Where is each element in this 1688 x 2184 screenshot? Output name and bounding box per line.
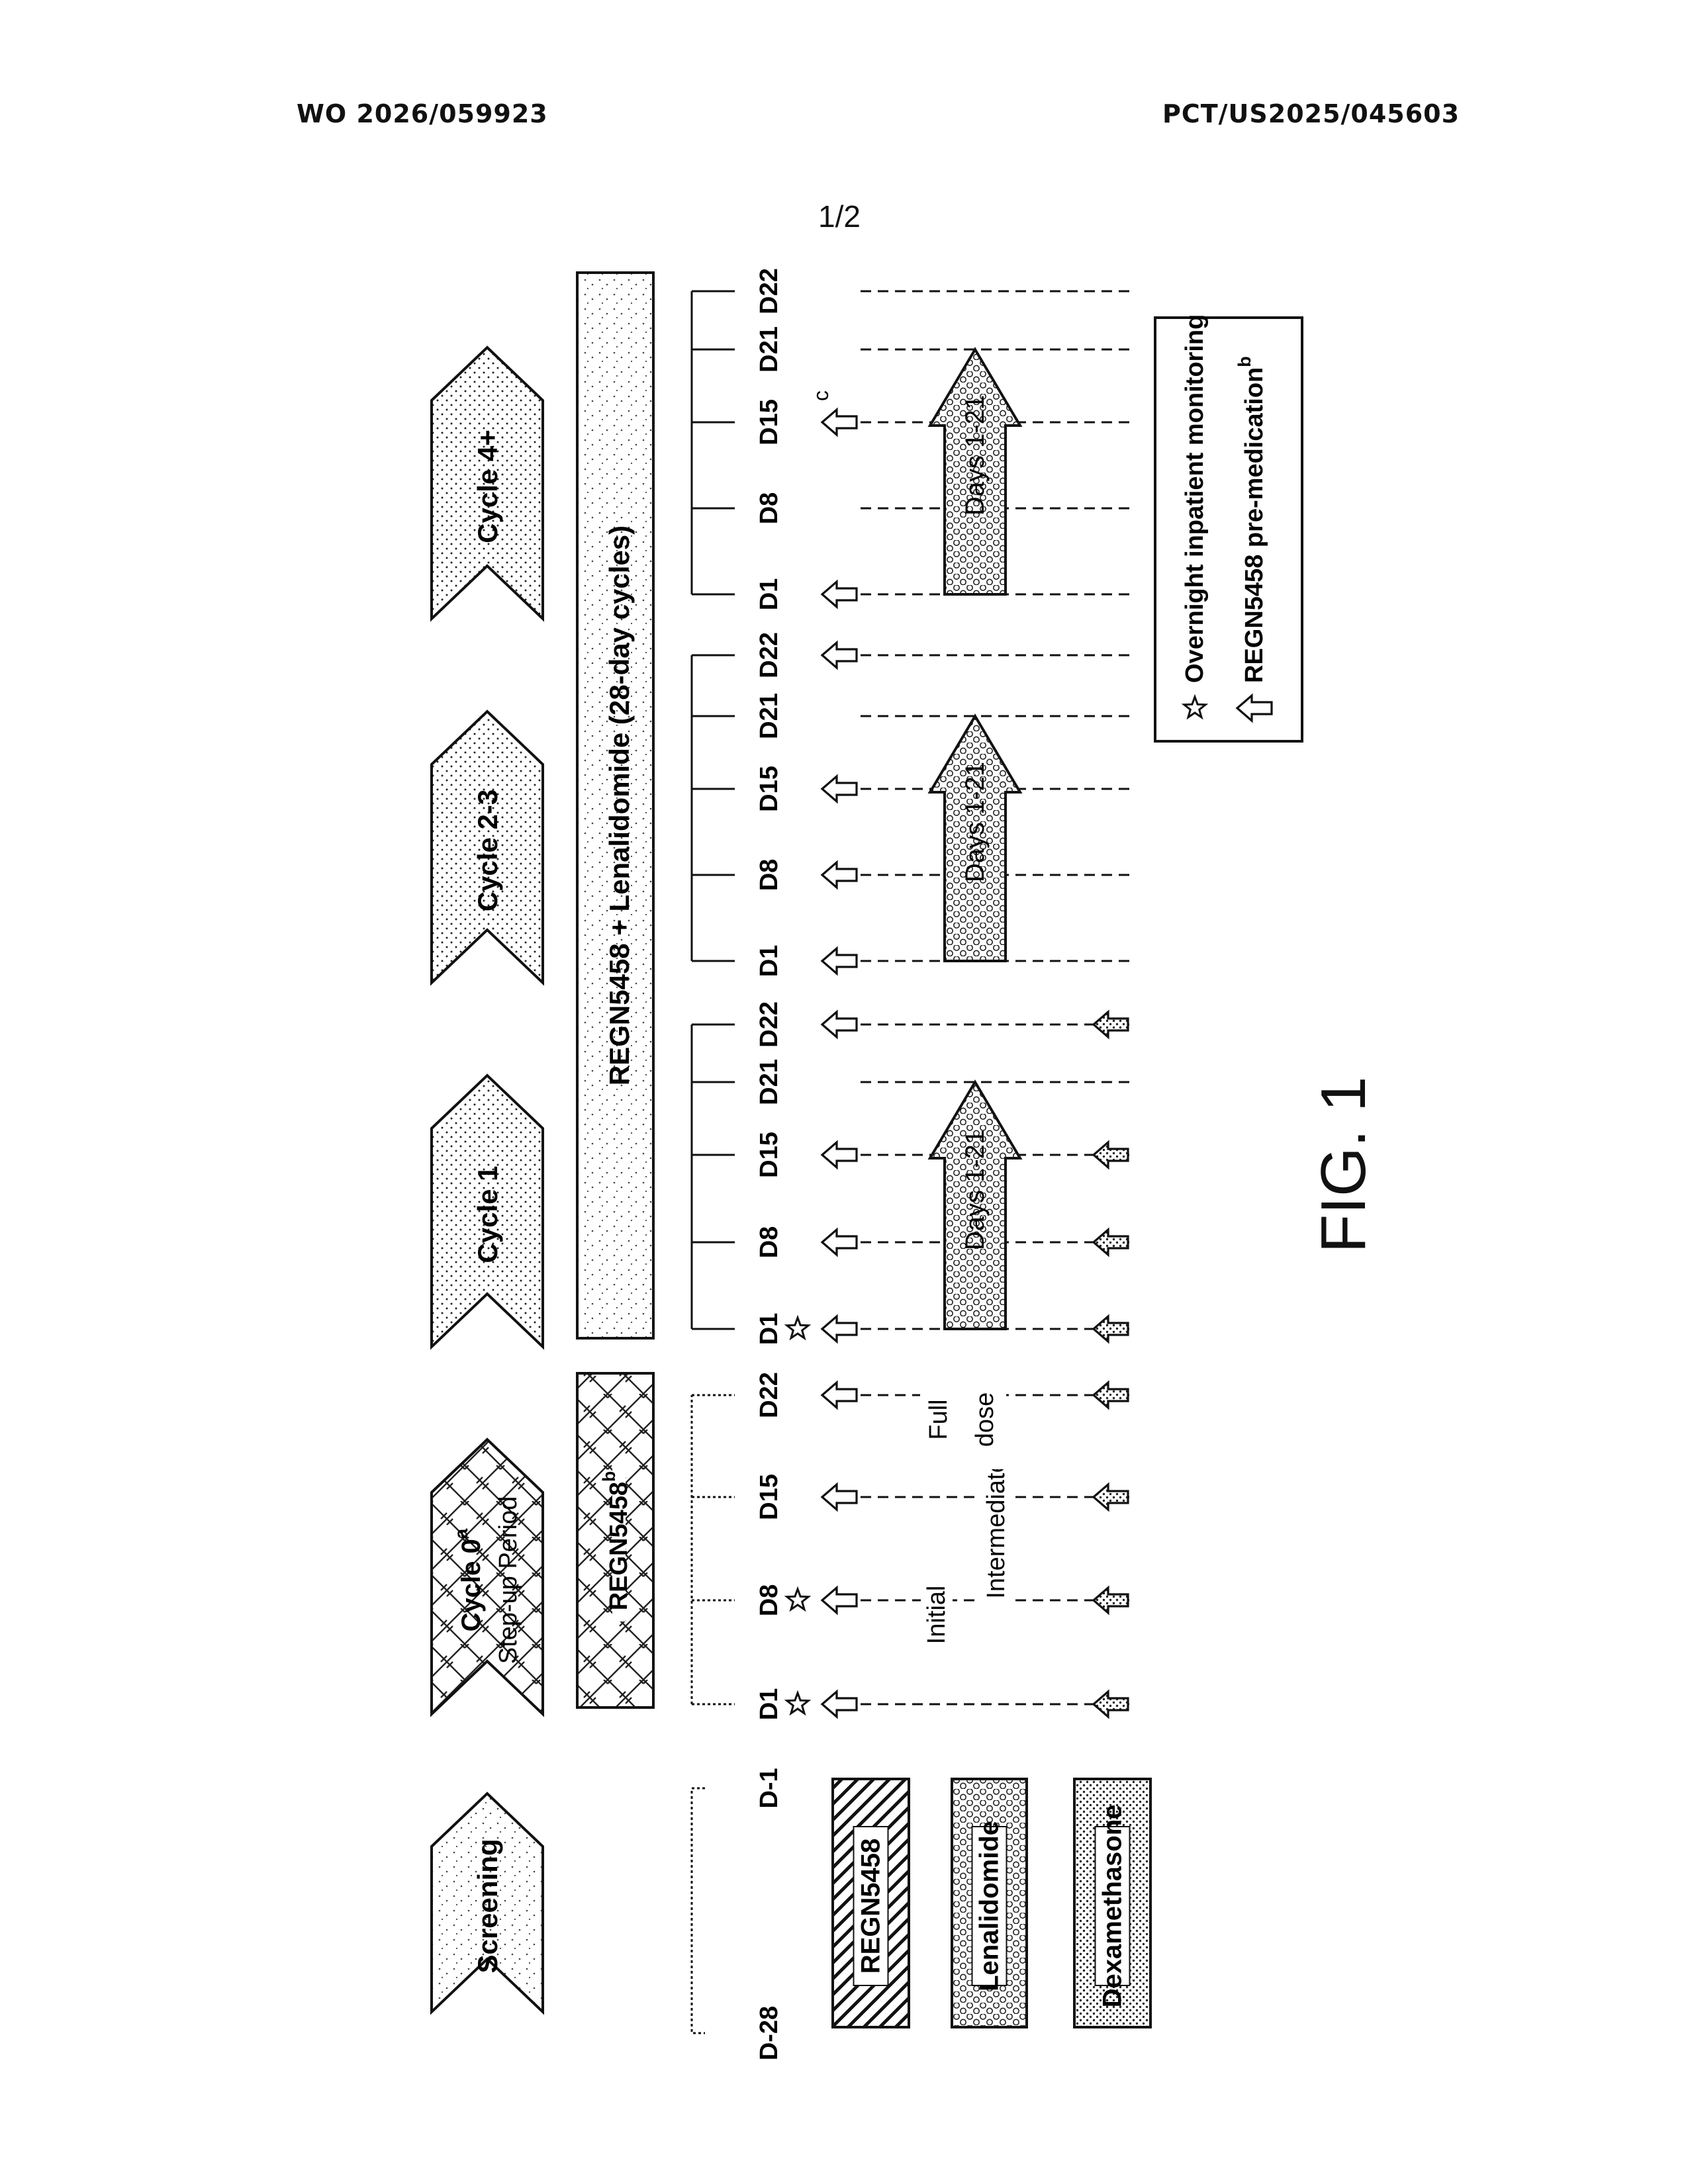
dexamethasone-arrow-cycle0 xyxy=(1094,1692,1128,1717)
lenalidomide-days-arrow-cycle4-label: Days 1-21 xyxy=(961,395,990,516)
day-label-cycle0: D1 xyxy=(755,1688,783,1721)
day-label-cycle0: D22 xyxy=(755,1372,783,1418)
lenalidomide-days-arrow-cycle1-label: Days 1-21 xyxy=(961,1130,990,1250)
phase-chevron-cycle0 xyxy=(432,1439,543,1714)
footnote-c-marker: c xyxy=(809,390,833,401)
premedication-arrow-cycle1 xyxy=(822,1230,857,1255)
premedication-arrow-cycle23 xyxy=(822,643,857,668)
day-label-cycle0: D8 xyxy=(755,1584,783,1617)
premedication-arrow-cycle1 xyxy=(822,1012,857,1037)
dexamethasone-arrow-cycle1 xyxy=(1094,1012,1128,1037)
dose-label-intermediate: Intermediate xyxy=(982,1459,1010,1598)
premedication-arrow-cycle0 xyxy=(822,1692,857,1717)
inpatient-star-cycle0-d8 xyxy=(787,1589,808,1610)
day-label-cycle4: D15 xyxy=(755,399,783,445)
day-label-cycle1: D8 xyxy=(755,1226,783,1259)
premedication-arrow-cycle4 xyxy=(822,410,857,435)
day-label-cycle0: D15 xyxy=(755,1474,783,1520)
premedication-arrow-cycle23 xyxy=(822,776,857,801)
dose-label-full-line2: dose xyxy=(971,1392,999,1447)
day-label-cycle23: D21 xyxy=(755,693,783,739)
dose-label-initial: Initial xyxy=(923,1586,951,1645)
figure-label-text: FIG. 1 xyxy=(1307,1077,1380,1253)
day-label-screening-end: D-1 xyxy=(755,1768,783,1808)
dexamethasone-arrow-cycle0 xyxy=(1094,1588,1128,1613)
premedication-arrow-cycle4 xyxy=(822,582,857,607)
premedication-arrow-cycle1 xyxy=(822,1316,857,1342)
phase-label-cycle23: Cycle 2-3 xyxy=(472,790,503,911)
day-label-cycle1: D21 xyxy=(755,1059,783,1105)
phase-label-cycle4: Cycle 4+ xyxy=(472,430,503,543)
symbol-legend-box xyxy=(1155,318,1302,741)
dexamethasone-arrow-cycle1 xyxy=(1094,1142,1128,1167)
regimen-label-regn-len: REGN5458 + Lenalidomide (28-day cycles) xyxy=(604,525,635,1085)
phase-label-screening: Screening xyxy=(472,1839,503,1973)
legend-box-regn5458-label: REGN5458 xyxy=(857,1839,886,1974)
day-label-cycle1: D22 xyxy=(755,1001,783,1048)
phase-label-cycle1: Cycle 1 xyxy=(472,1165,503,1263)
premedication-arrow-cycle1 xyxy=(822,1142,857,1167)
dexamethasone-arrow-cycle1 xyxy=(1094,1316,1128,1342)
day-label-cycle4: D22 xyxy=(755,268,783,314)
day-label-cycle23: D8 xyxy=(755,859,783,891)
premedication-arrow-cycle0 xyxy=(822,1484,857,1510)
legend-star-text: Overnight inpatient monitoring xyxy=(1181,314,1209,683)
premedication-arrow-cycle0 xyxy=(822,1588,857,1613)
inpatient-star-cycle0-d1 xyxy=(787,1693,808,1713)
legend-box-dexamethasone-label: Dexamethasone xyxy=(1098,1805,1127,2008)
dexamethasone-arrow-cycle0 xyxy=(1094,1484,1128,1510)
day-label-cycle1: D15 xyxy=(755,1132,783,1178)
day-label-screening-start: D-28 xyxy=(755,2006,783,2060)
lenalidomide-days-arrow-cycle23-label: Days 1-21 xyxy=(961,762,990,882)
day-label-cycle4: D8 xyxy=(755,492,783,525)
day-label-cycle1: D1 xyxy=(755,1313,783,1345)
dexamethasone-arrow-cycle1 xyxy=(1094,1230,1128,1255)
inpatient-star-cycle1 xyxy=(787,1318,808,1338)
day-label-cycle23: D22 xyxy=(755,632,783,678)
day-label-cycle23: D1 xyxy=(755,945,783,978)
legend-box-lenalidomide-label: Lenalidomide xyxy=(975,1821,1004,1991)
day-label-cycle4: D21 xyxy=(755,326,783,373)
premedication-arrow-cycle23 xyxy=(822,862,857,887)
premedication-arrow-cycle0 xyxy=(822,1383,857,1408)
day-label-cycle23: D15 xyxy=(755,766,783,812)
day-label-cycle4: D1 xyxy=(755,578,783,611)
phase-sublabel-cycle0: Step-up Period xyxy=(494,1496,522,1664)
screening-bracket xyxy=(692,1788,705,2033)
premedication-arrow-cycle23 xyxy=(822,948,857,974)
dose-label-full-line1: Full xyxy=(925,1399,953,1439)
dexamethasone-arrow-cycle0 xyxy=(1094,1383,1128,1408)
